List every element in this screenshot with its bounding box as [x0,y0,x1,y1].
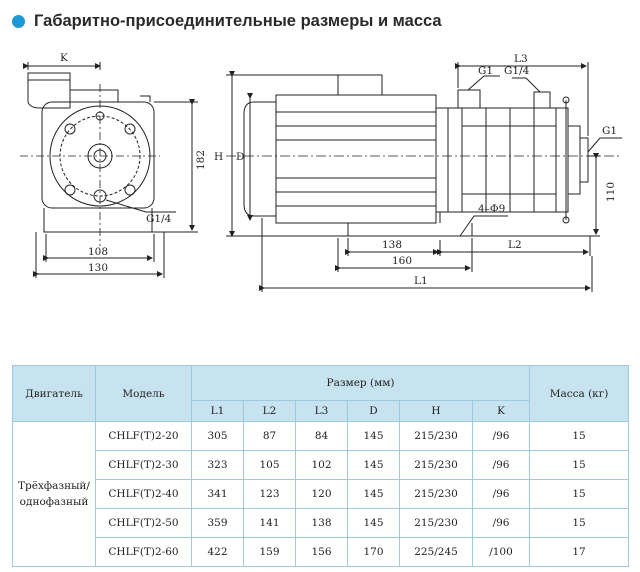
pump-stages [435,107,569,213]
cell-model: CHLF(T)2-50 [95,508,192,538]
cell-l1: 341 [191,479,244,509]
dimensions-table: Двигатель Модель Размер (мм) Масса (кг) … [12,365,630,567]
label-108: 108 [88,246,108,258]
subheader-k: K [471,400,531,422]
cell-d: 145 [347,479,400,509]
cell-h: 215/230 [399,479,473,509]
cell-l3: 120 [295,479,348,509]
label-d: D [236,151,244,163]
motor-type-cell: Трёхфазный/ однофазный [12,421,96,567]
cell-d: 145 [347,508,400,538]
section-title: Габаритно-присоединительные размеры и ма… [34,11,442,30]
cell-d: 145 [347,421,400,451]
label-138: 138 [382,239,402,251]
label-110: 110 [605,182,617,202]
header-mass: Масса (кг) [529,365,630,422]
label-l2: L2 [508,239,522,251]
terminal-box-shape [27,72,71,109]
subheader-l3: L3 [295,400,348,422]
table-row: Трёхфазный/ однофазный CHLF(T)2-20 305 8… [12,421,630,567]
label-130: 130 [88,262,108,274]
cell-mass: 15 [529,450,630,480]
cell-mass: 17 [529,537,630,567]
motor-type-line1: Трёхфазный/ [18,480,90,492]
cell-model: CHLF(T)2-40 [95,479,192,509]
cell-l1: 323 [191,450,244,480]
cell-d: 170 [347,537,400,567]
subheader-l1: L1 [191,400,244,422]
cell-l1: 422 [191,537,244,567]
motor-end-cap [243,101,277,217]
cell-h: 215/230 [399,450,473,480]
cell-l2: 87 [243,421,296,451]
label-g1-right: G1 [602,125,617,137]
table-row: CHLF(T)2-50 359 141 138 145 215/230 /96 … [13,508,630,538]
cell-mass: 15 [529,479,630,509]
subheader-l2: L2 [243,400,296,422]
cell-mass: 15 [529,421,630,451]
pump-dimension-drawing: K 182 G1/4 108 130 H D L3 G1 G1/4 G1 110… [0,40,640,302]
cell-k: /96 [471,450,531,480]
cell-h: 215/230 [399,508,473,538]
cell-l3: 156 [295,537,348,567]
label-k: K [60,52,68,64]
header-model: Модель [95,365,192,422]
table-row: CHLF(T)2-30 323 105 102 145 215/230 /96 … [13,450,630,480]
cell-h: 225/245 [399,537,473,567]
label-l1: L1 [414,275,428,287]
label-hole: 4–Ф9 [478,203,505,215]
cell-model: CHLF(T)2-30 [95,450,192,480]
table-row: CHLF(T)2-40 341 123 120 145 215/230 /96 … [13,479,630,509]
cell-l1: 359 [191,508,244,538]
cell-l3: 84 [295,421,348,451]
cell-l2: 105 [243,450,296,480]
cell-l2: 123 [243,479,296,509]
label-182: 182 [195,150,207,170]
header-size: Размер (мм) [190,365,531,401]
header-motor: Двигатель [12,365,96,422]
cell-k: /96 [471,421,531,451]
motor-body [275,94,437,224]
cell-l3: 102 [295,450,348,480]
cell-model: CHLF(T)2-20 [95,421,192,451]
subheader-d: D [347,400,400,422]
cell-model: CHLF(T)2-60 [95,537,192,567]
cell-h: 215/230 [399,421,473,451]
cell-k: /96 [471,479,531,509]
cell-k: /100 [471,537,531,567]
subheader-h: H [399,400,473,422]
label-g14-left: G1/4 [146,213,172,225]
label-h: H [214,151,223,163]
cell-l1: 305 [191,421,244,451]
bullet-icon [12,14,25,28]
motor-type-line2: однофазный [19,496,89,508]
flange-shape [41,101,155,209]
label-g14-top: G1/4 [504,65,530,77]
cell-k: /96 [471,508,531,538]
cell-l3: 138 [295,508,348,538]
cell-l2: 159 [243,537,296,567]
section-header: Габаритно-присоединительные размеры и ма… [12,10,442,32]
label-l3: L3 [514,53,528,65]
label-160: 160 [392,255,412,267]
table-row: CHLF(T)2-60 422 159 156 170 225/245 /100… [13,537,630,567]
cell-mass: 15 [529,508,630,538]
cell-l2: 141 [243,508,296,538]
cell-d: 145 [347,450,400,480]
label-g1-top: G1 [478,65,493,77]
